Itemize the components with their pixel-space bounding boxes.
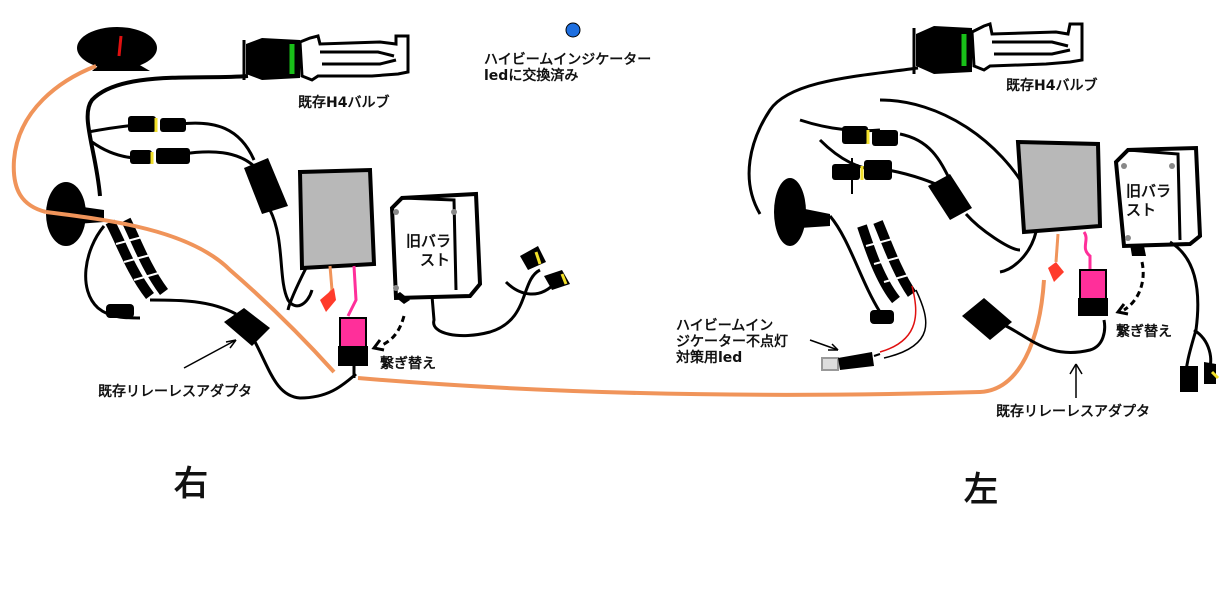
indicator-led-dot bbox=[565, 22, 581, 38]
left-pink-relay-icon bbox=[1078, 269, 1108, 316]
countermeasure-label-line1: ハイビームイン bbox=[676, 318, 774, 334]
left-old-ballast-label-line1: 旧バラ bbox=[1126, 182, 1172, 200]
right-relayless-adapter-icon bbox=[224, 308, 270, 346]
left-reconnect-arrow bbox=[1123, 261, 1145, 312]
right-pink-relay-icon bbox=[338, 317, 368, 378]
right-reconnect-arrow bbox=[379, 315, 406, 348]
countermeasure-led-icon bbox=[838, 352, 874, 370]
right-cylinder-connector bbox=[244, 158, 288, 214]
right-connector-pair-icon bbox=[128, 116, 190, 164]
left-wire-bundle-icon bbox=[857, 220, 917, 304]
left-relayless-adapter-icon bbox=[962, 298, 1012, 340]
right-old-ballast-label-line2: スト bbox=[420, 251, 451, 269]
countermeasure-label-line2: ジケーター不点灯 bbox=[676, 334, 788, 350]
countermeasure-label-line3: 対策用led bbox=[676, 350, 743, 366]
right-old-ballast-label-line1: 旧バラ bbox=[406, 232, 452, 250]
indicator-led-label-line2: ledに交換済み bbox=[484, 68, 579, 84]
right-h4-bulb-icon bbox=[242, 34, 410, 82]
right-harness-main bbox=[85, 74, 249, 197]
left-hid-ballast bbox=[1015, 139, 1103, 235]
left-reconnect-label: 繋ぎ替え bbox=[1116, 324, 1172, 340]
left-connector-pair-icon bbox=[832, 126, 898, 194]
cross-orange-wire bbox=[357, 279, 1046, 397]
left-old-ballast-label-line2: スト bbox=[1126, 201, 1157, 219]
right-orange-wire-main bbox=[45, 210, 336, 374]
side-right-label: 右 bbox=[174, 464, 208, 504]
left-old-ballast-box bbox=[1113, 145, 1203, 249]
right-reconnect-label: 繋ぎ替え bbox=[380, 356, 436, 372]
indicator-led-label-line1: ハイビームインジケーター bbox=[484, 52, 652, 68]
left-cylinder-connector bbox=[928, 174, 972, 220]
left-h4-bulb-label: 既存H4バルブ bbox=[1006, 78, 1098, 94]
right-horn-icon bbox=[77, 27, 157, 71]
left-relayless-label: 既存リレーレスアダプタ bbox=[996, 404, 1150, 420]
left-grommet-icon bbox=[774, 178, 830, 246]
left-h4-bulb-icon bbox=[912, 22, 1084, 74]
right-hid-ballast bbox=[297, 167, 377, 271]
right-orange-wire-top bbox=[11, 64, 97, 214]
side-left-label: 左 bbox=[964, 470, 998, 510]
right-relayless-label: 既存リレーレスアダプタ bbox=[98, 384, 252, 400]
right-h4-bulb-label: 既存H4バルブ bbox=[298, 95, 390, 111]
left-harness-main bbox=[747, 66, 919, 215]
right-old-ballast-box bbox=[389, 191, 483, 301]
